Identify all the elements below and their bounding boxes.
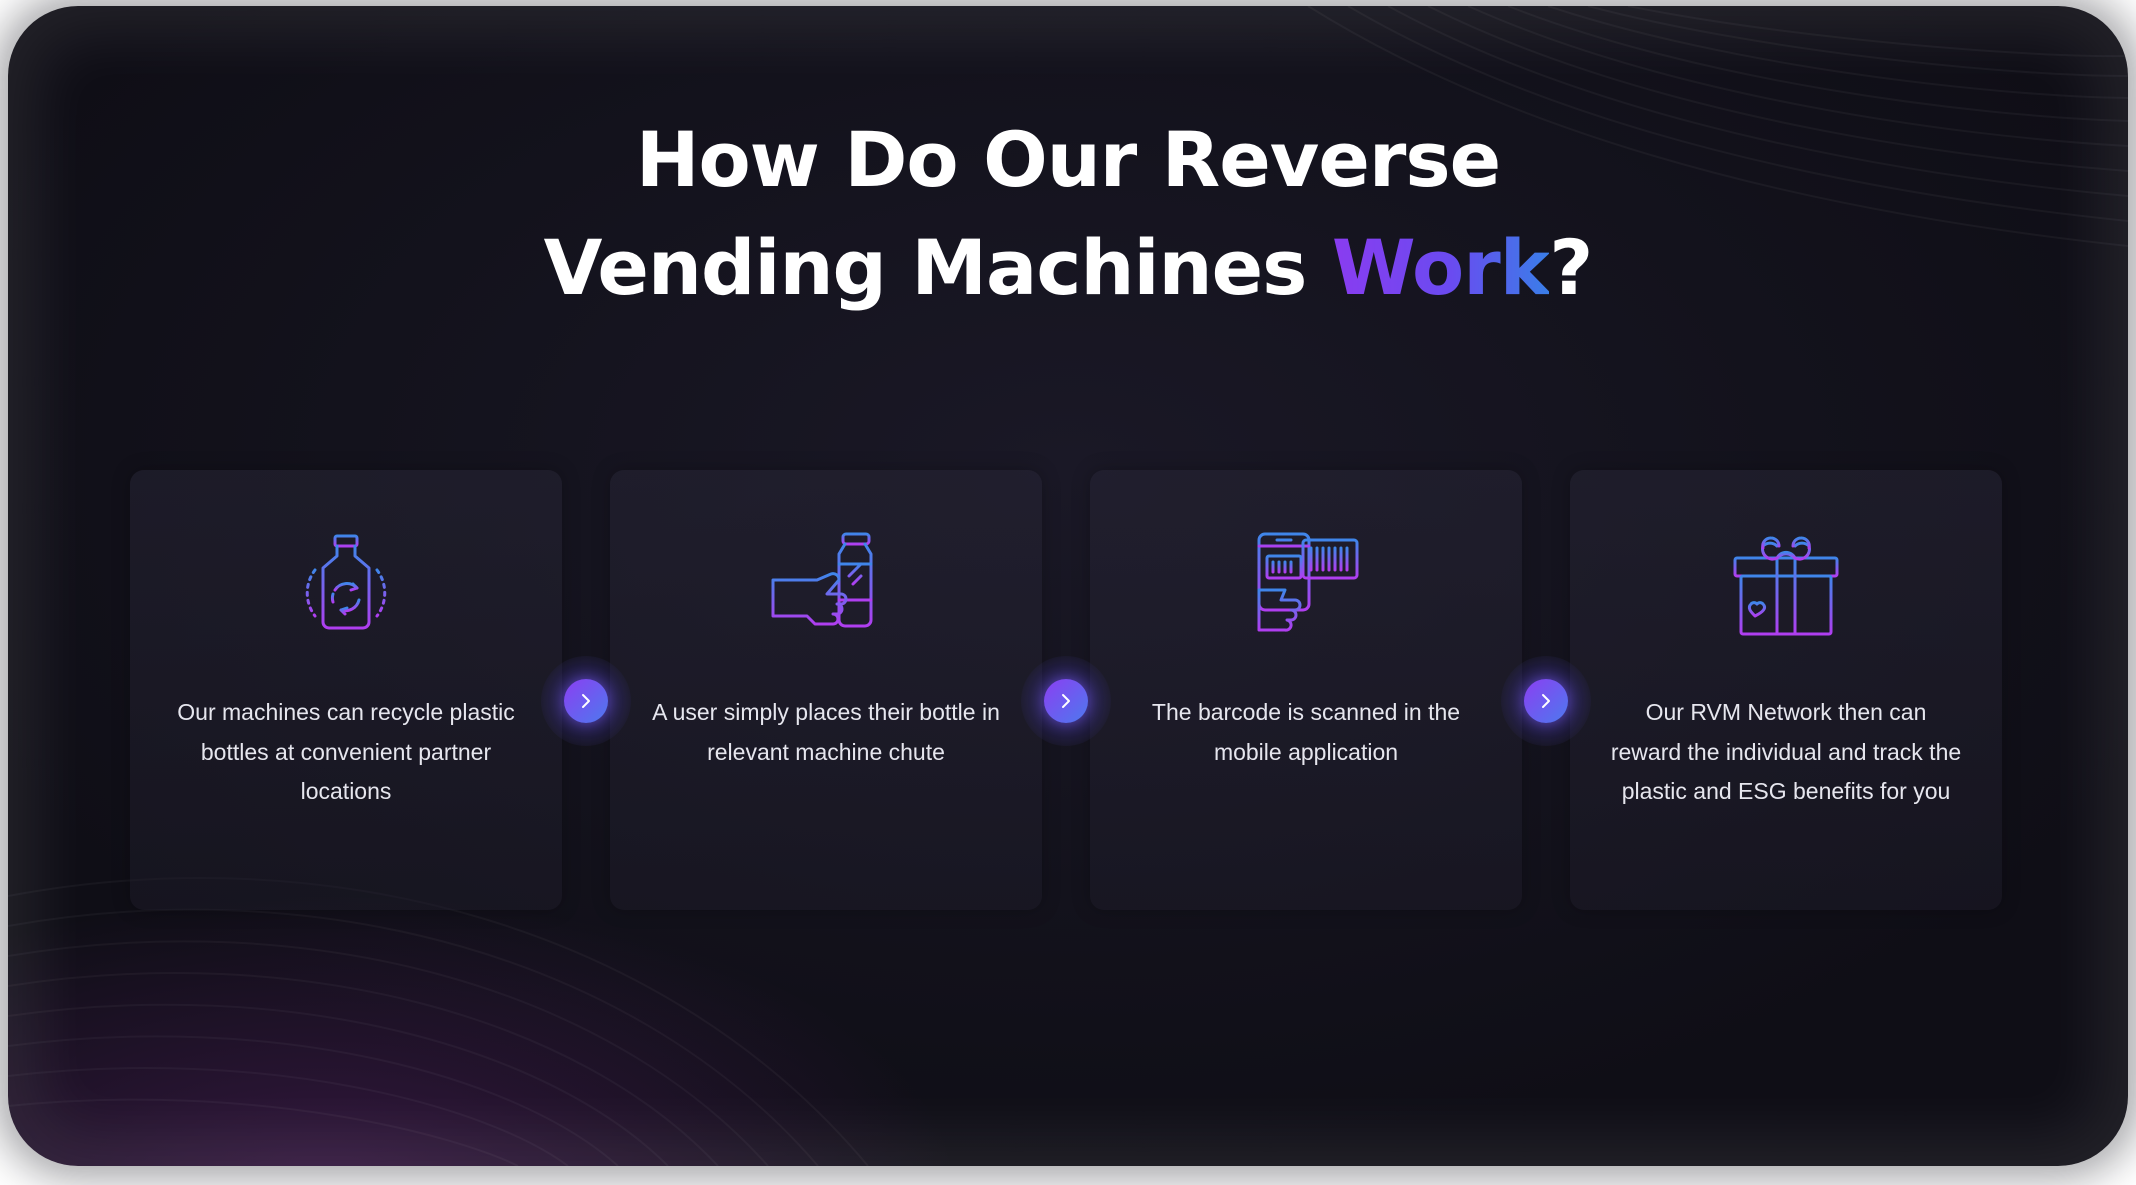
step-card-1: Our machines can recycle plastic bottles… [130, 470, 562, 910]
title-line-2: Vending Machines Work? [8, 214, 2128, 322]
gift-box-icon [1733, 536, 1839, 636]
barcode-scan-phone-icon [1257, 532, 1359, 632]
next-step-arrow-2 [1021, 656, 1111, 746]
page-title: How Do Our Reverse Vending Machines Work… [8, 106, 2128, 322]
step-card-2: A user simply places their bottle in rel… [610, 470, 1042, 910]
step-card-4: Our RVM Network then can reward the indi… [1570, 470, 2002, 910]
title-line-2-prefix: Vending Machines [543, 223, 1332, 312]
title-accent-word: Work [1331, 223, 1550, 312]
recycle-bottle-icon [305, 534, 387, 630]
hand-bottle-icon [771, 532, 873, 628]
next-step-arrow-1 [541, 656, 631, 746]
step-2-text: A user simply places their bottle in rel… [652, 699, 1000, 765]
step-card-3: The barcode is scanned in the mobile app… [1090, 470, 1522, 910]
chevron-right-icon [1524, 679, 1568, 723]
title-line-1: How Do Our Reverse [635, 115, 1501, 204]
chevron-right-icon [1044, 679, 1088, 723]
step-3-text: The barcode is scanned in the mobile app… [1151, 699, 1461, 765]
chevron-right-icon [564, 679, 608, 723]
background-arc-lines [8, 6, 2128, 1166]
title-line-2-suffix: ? [1549, 223, 1593, 312]
step-4-text: Our RVM Network then can reward the indi… [1610, 699, 1962, 804]
slide-frame: How Do Our Reverse Vending Machines Work… [8, 6, 2128, 1166]
next-step-arrow-3 [1501, 656, 1591, 746]
step-1-text: Our machines can recycle plastic bottles… [177, 699, 515, 804]
